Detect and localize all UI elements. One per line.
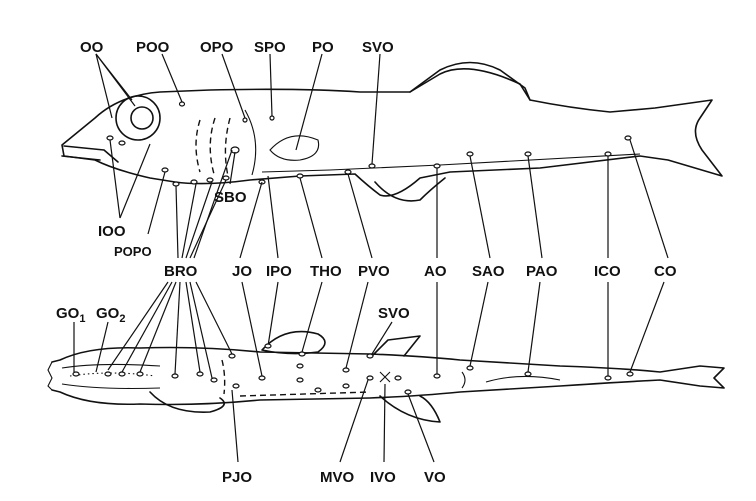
- label-vo: VO: [424, 469, 446, 486]
- ventral-pelvic-fin-upper: [371, 335, 421, 357]
- ventral-photophores: [72, 343, 634, 395]
- label-ao: AO: [424, 263, 447, 280]
- label-mvo: MVO: [320, 469, 355, 486]
- lateral-view-fish: [61, 61, 723, 202]
- lower-leaders: [73, 321, 435, 463]
- middle-leaders: [107, 139, 669, 379]
- ventral-crescent-mark: [461, 371, 466, 389]
- ventral-jaw-inner: [61, 363, 161, 390]
- lateral-pectoral-fin: [269, 135, 320, 161]
- lateral-anal-fin: [374, 177, 446, 202]
- ventral-pelvic-fin-lower: [379, 395, 441, 423]
- lateral-photophores: [106, 101, 632, 187]
- label-pjo: PJO: [222, 469, 252, 486]
- ventral-cross-mark: [379, 371, 391, 383]
- label-go1-sub: 1: [79, 313, 85, 325]
- label-go2-sub: 2: [119, 313, 125, 325]
- ventral-anal-fin: [485, 375, 561, 383]
- label-ipo: IPO: [266, 263, 292, 280]
- lateral-body-outline: [61, 68, 723, 197]
- ventral-pectoral-fin-upper: [261, 330, 326, 355]
- label-sao: SAO: [472, 263, 505, 280]
- label-spo: SPO: [254, 39, 286, 56]
- upper-labels: OO POO OPO SPO PO SVO IOO POPO SBO: [80, 39, 394, 259]
- label-ivo: IVO: [370, 469, 396, 486]
- label-opo: OPO: [200, 39, 234, 56]
- lateral-line: [261, 153, 641, 173]
- lateral-dorsal-fin: [409, 61, 531, 101]
- ventral-pectoral-fin-lower: [149, 391, 226, 413]
- middle-labels: BRO JO IPO THO PVO AO SAO PAO ICO CO: [164, 263, 677, 280]
- label-ioo: IOO: [98, 223, 126, 240]
- label-go2: GO2: [96, 305, 125, 325]
- label-go1-base: GO: [56, 305, 80, 322]
- label-poo: POO: [136, 39, 170, 56]
- label-svo-lower: SVO: [378, 305, 410, 322]
- lateral-eye-inner: [130, 106, 154, 130]
- label-co: CO: [654, 263, 677, 280]
- ventral-snout: [47, 361, 53, 391]
- label-svo-upper: SVO: [362, 39, 394, 56]
- label-sbo: SBO: [214, 189, 247, 206]
- ventral-body-outline: [51, 346, 725, 406]
- lateral-gill-line-1: [195, 119, 201, 173]
- label-go1: GO1: [56, 305, 85, 325]
- label-pvo: PVO: [358, 263, 390, 280]
- label-pao: PAO: [526, 263, 558, 280]
- lateral-opercle: [244, 109, 257, 176]
- lower-labels: GO1 GO2 SVO PJO MVO IVO VO: [56, 305, 446, 486]
- label-jo: JO: [232, 263, 252, 280]
- lateral-eye-outer: [115, 95, 161, 141]
- ventral-belly-dash: [239, 391, 371, 397]
- label-popo: POPO: [114, 244, 152, 259]
- label-ico: ICO: [594, 263, 621, 280]
- label-oo: OO: [80, 39, 104, 56]
- label-bro-text: BRO: [164, 263, 198, 280]
- ventral-view-fish: [47, 330, 725, 423]
- label-po: PO: [312, 39, 334, 56]
- ventral-gill-dash: [221, 359, 226, 395]
- upper-leaders: [95, 53, 381, 235]
- lateral-gill-line-3: [224, 117, 231, 177]
- label-go2-base: GO: [96, 305, 120, 322]
- lateral-gill-line-2: [209, 117, 216, 175]
- lateral-mouth: [61, 145, 119, 163]
- label-tho: THO: [310, 263, 342, 280]
